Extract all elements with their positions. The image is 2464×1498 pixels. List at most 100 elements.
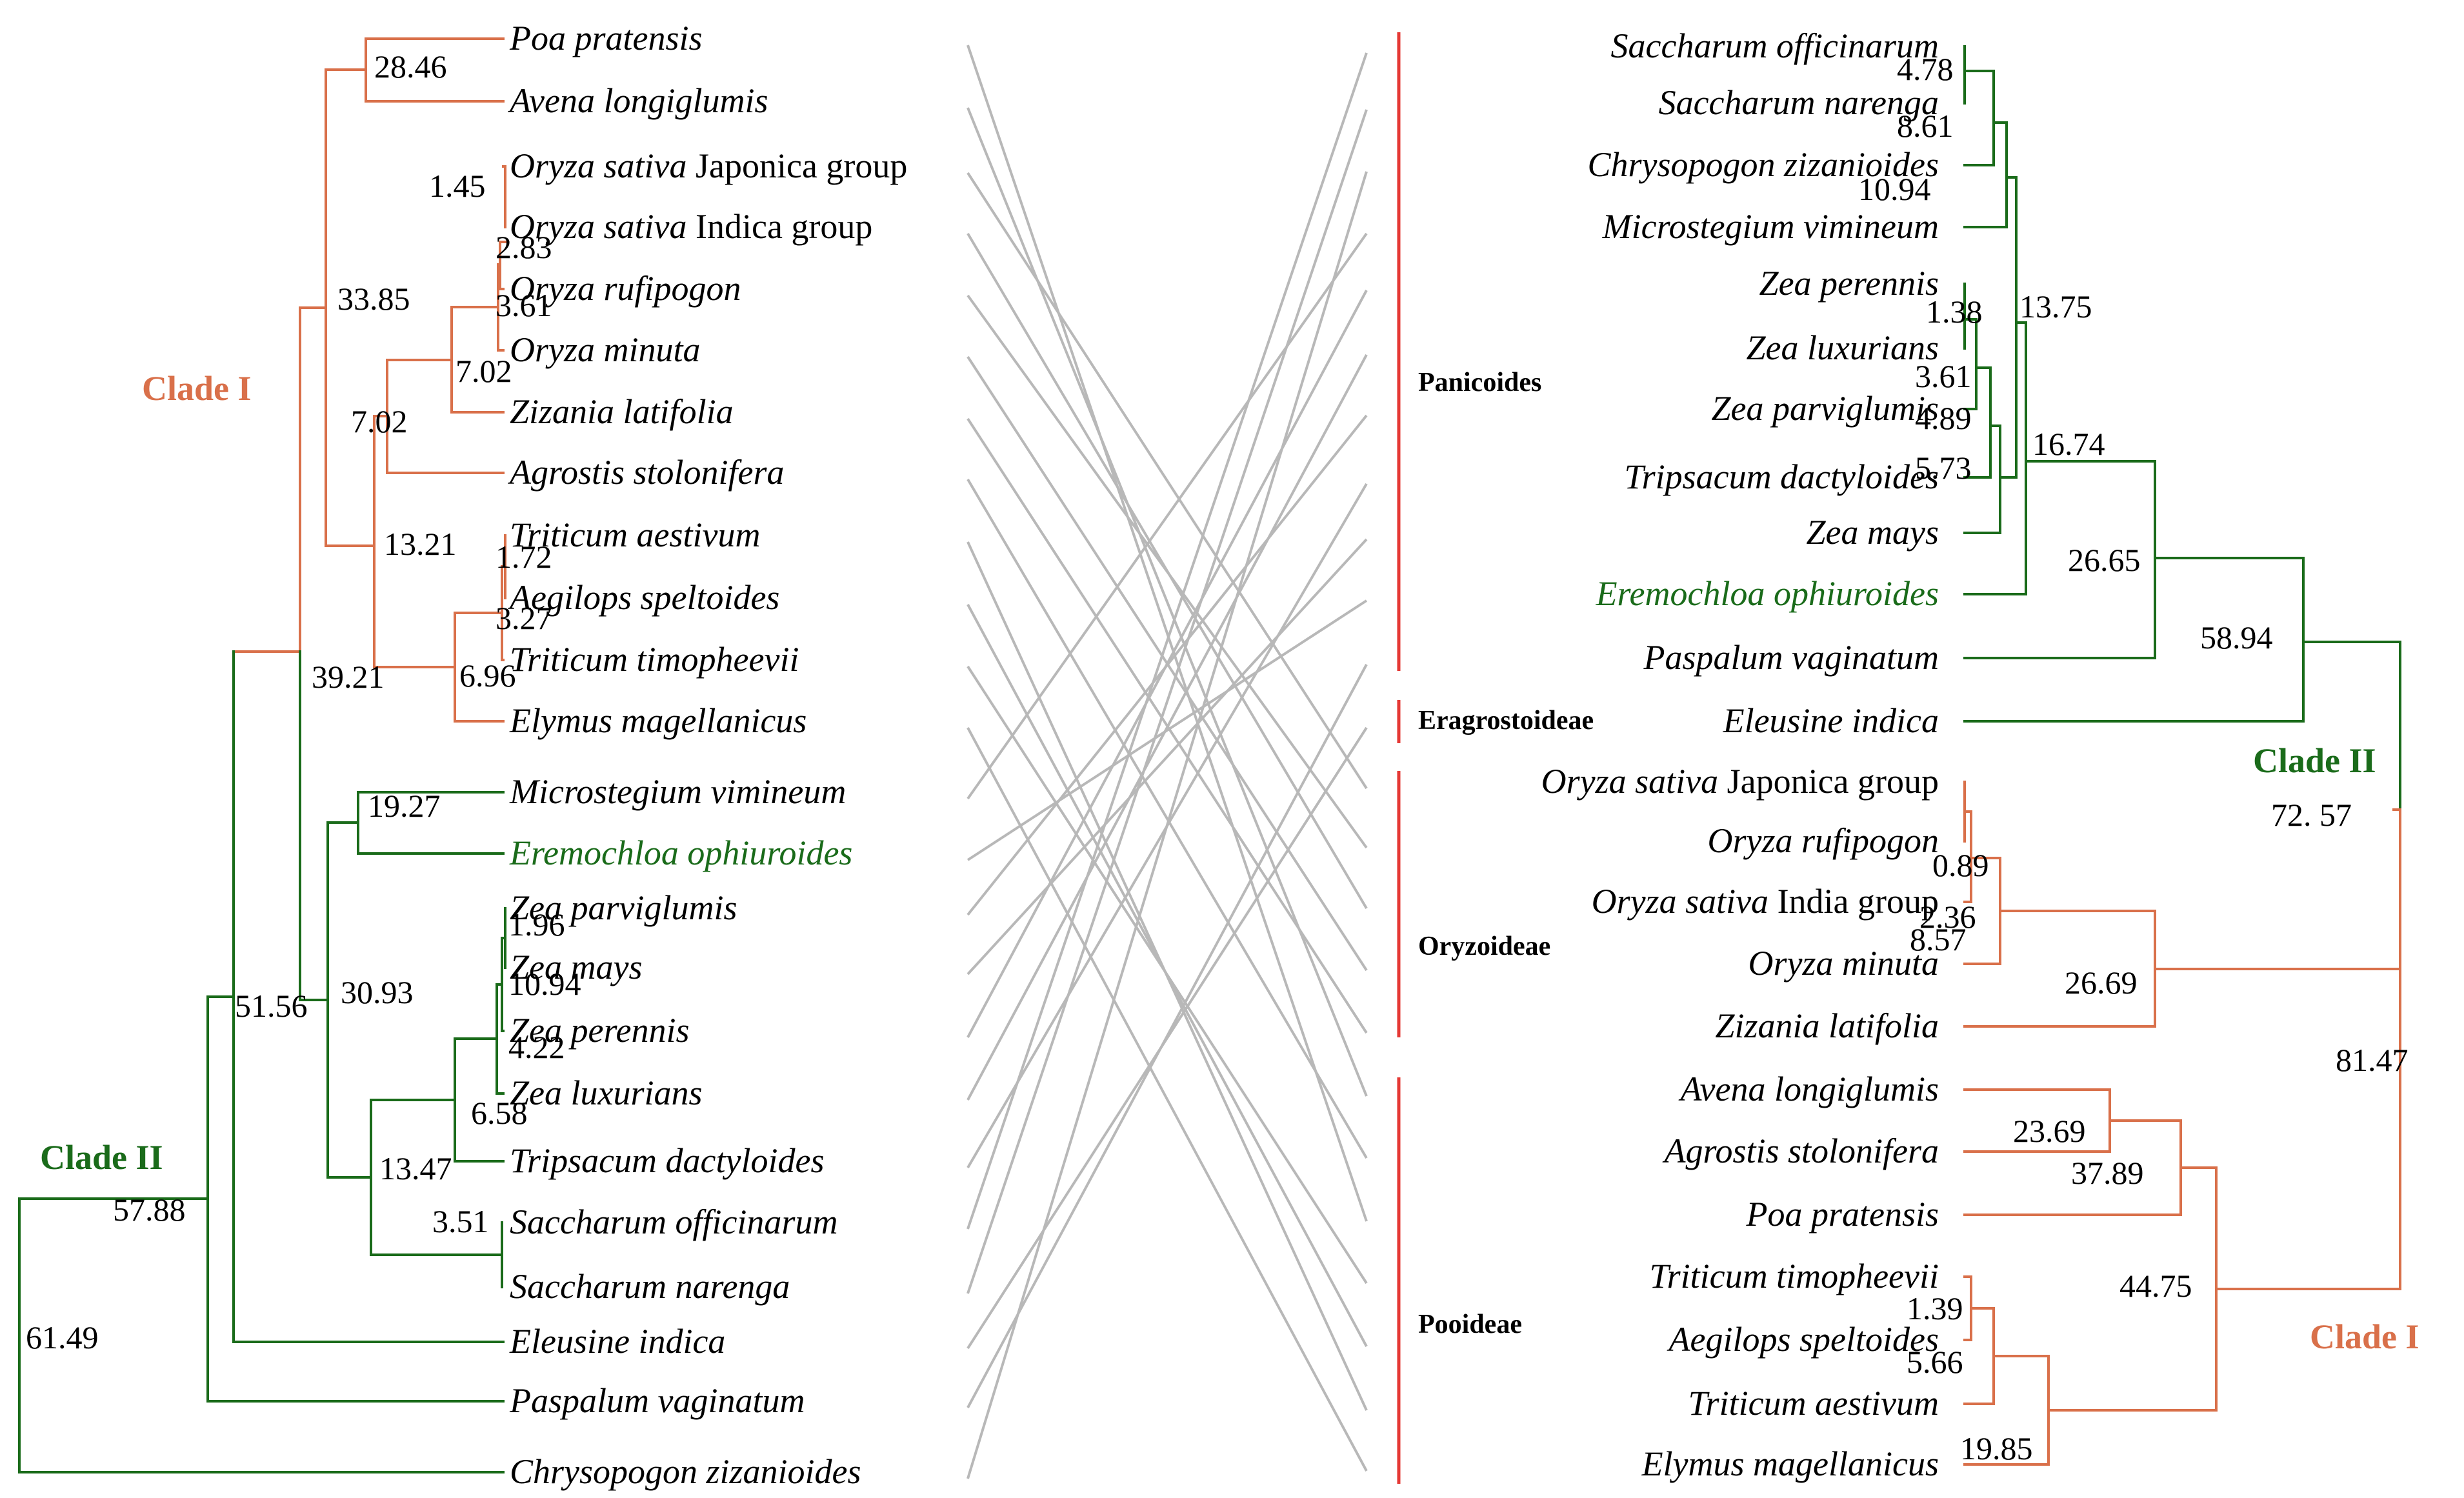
right-support-value: 58.94: [2200, 619, 2273, 655]
right-tree-support-values: 4.788.6110.941.383.614.895.7313.7516.742…: [1858, 51, 2409, 1466]
left-taxon-label: Zea perennis: [510, 1011, 689, 1050]
right-support-value: 8.57: [1910, 921, 1967, 957]
right-support-value: 5.73: [1915, 450, 1972, 486]
taxon-label-part: Tripsacum dactyloides: [1625, 457, 1939, 496]
taxon-label-part: Saccharum narenga: [1659, 83, 1939, 122]
right-support-value: 37.89: [2071, 1155, 2144, 1191]
left-support-value: 7.02: [351, 403, 408, 439]
taxon-label-part: Oryza rufipogon: [1707, 821, 1939, 860]
left-support-value: 3.27: [496, 600, 552, 636]
taxon-label-part: Zizania latifolia: [510, 392, 734, 431]
taxon-label-part: Oryza rufipogon: [510, 269, 741, 308]
taxon-label-part: Eleusine indica: [509, 1322, 725, 1361]
right-support-value: 0.89: [1932, 847, 1989, 883]
right-tree-branch: [1963, 424, 2001, 534]
tanglegram-connector: [967, 290, 1368, 1038]
right-taxon-label: Tripsacum dactyloides: [1625, 457, 1939, 496]
right-taxon-label: Paspalum vaginatum: [1643, 638, 1939, 677]
left-support-value: 28.46: [374, 48, 447, 85]
taxon-label-part: Zea mays: [1807, 513, 1939, 552]
taxon-label-part: Zizania latifolia: [1715, 1006, 1939, 1045]
left-taxon-label: Triticum timopheevii: [510, 640, 799, 679]
right-tree-branch: [1963, 70, 1995, 166]
right-taxon-label: Eremochloa ophiuroides: [1596, 574, 1939, 613]
taxon-label-part: Chrysopogon zizanioides: [1587, 145, 1939, 184]
left-taxon-label: Poa pratensis: [509, 19, 703, 57]
left-tree-branches: [18, 37, 506, 1473]
left-tree-branch: [496, 983, 505, 1095]
taxon-label-part: Avena longiglumis: [1679, 1070, 1939, 1108]
right-support-value: 3.61: [1915, 358, 1972, 394]
left-support-value: 57.88: [113, 1192, 186, 1228]
taxon-label-part: Agrostis stolonifera: [508, 453, 785, 492]
left-taxon-label: Microstegium vimineum: [509, 772, 846, 811]
left-taxon-label: Elymus magellanicus: [509, 701, 806, 740]
subfamily-label-panicoides: Panicoides: [1418, 368, 1541, 397]
left-support-value: 51.56: [235, 988, 308, 1024]
left-tree-branch: [365, 37, 505, 103]
subfamily-label-oryzoideae: Oryzoideae: [1418, 932, 1550, 961]
left-tree-branch: [501, 937, 506, 1032]
tanglegram-connector: [967, 478, 1368, 1159]
left-taxon-label: Eremochloa ophiuroides: [509, 834, 852, 872]
left-taxon-label: Triticum aestivum: [510, 515, 761, 554]
right-clade-one-label: Clade I: [2310, 1317, 2419, 1356]
left-taxon-label: Oryza sativa Japonica group: [510, 146, 907, 185]
left-support-value: 6.58: [471, 1095, 528, 1131]
right-support-value: 13.75: [2019, 288, 2092, 325]
right-taxon-label: Zea mays: [1807, 513, 1939, 552]
left-taxon-label: Aegilops speltoides: [508, 578, 779, 617]
taxon-label-part: Oryza minuta: [510, 330, 701, 369]
left-support-value: 33.85: [337, 281, 410, 317]
left-tree-branch: [454, 1037, 505, 1163]
tanglegram-connector: [967, 107, 1368, 1097]
taxon-label-part: Triticum timopheevii: [1650, 1257, 1939, 1295]
right-taxon-label: Triticum timopheevii: [1650, 1257, 1939, 1295]
right-support-value: 44.75: [2119, 1268, 2192, 1304]
taxon-label-part: Aegilops speltoides: [1667, 1320, 1939, 1359]
left-taxon-label: Avena longiglumis: [508, 81, 768, 120]
right-taxon-label: Saccharum officinarum: [1611, 26, 1939, 65]
right-support-value: 16.74: [2032, 426, 2105, 462]
tanglegram-connector: [967, 294, 1368, 849]
taxon-label-part: Poa pratensis: [1745, 1195, 1939, 1233]
tanglegram-connector: [967, 45, 1368, 1222]
left-support-value: 7.02: [456, 353, 512, 389]
left-taxon-label: Zea parviglumis: [510, 888, 737, 927]
left-tree-branch: [497, 263, 505, 352]
right-tree-branch: [1963, 121, 2008, 228]
left-support-value: 1.45: [429, 168, 486, 204]
right-taxon-label: Agrostis stolonifera: [1662, 1132, 1939, 1170]
left-tree-branch: [357, 791, 505, 855]
left-tree-branch: [325, 68, 376, 547]
tanglegram-connector-lines: [967, 45, 1368, 1479]
right-support-value: 26.69: [2065, 964, 2138, 1001]
left-support-value: 19.27: [368, 788, 441, 824]
taxon-label-part: Oryza sativa: [1541, 762, 1718, 801]
left-clade-one-label: Clade I: [142, 369, 252, 408]
taxon-label-part: Microstegium vimineum: [1602, 207, 1939, 246]
right-taxon-label: Triticum aestivum: [1688, 1384, 1939, 1423]
taxon-label-part: Saccharum officinarum: [1611, 26, 1939, 65]
left-taxon-label: Saccharum narenga: [510, 1267, 790, 1306]
right-taxon-label: Oryza rufipogon: [1707, 821, 1939, 860]
taxon-label-part: Oryza minuta: [1748, 944, 1939, 983]
right-support-value: 5.66: [1907, 1344, 1963, 1380]
taxon-label-part: Saccharum officinarum: [510, 1203, 837, 1241]
right-support-value: 81.47: [2336, 1042, 2409, 1078]
right-tree-branch: [2215, 968, 2401, 1290]
left-support-value: 10.94: [508, 966, 581, 1002]
right-support-value: 8.61: [1897, 108, 1954, 144]
taxon-label-part: Triticum aestivum: [510, 515, 761, 554]
right-taxon-label: Oryza sativa India group: [1592, 882, 1939, 921]
taxon-label-part: Eremochloa ophiuroides: [509, 834, 852, 872]
right-taxon-label: Saccharum narenga: [1659, 83, 1939, 122]
left-tree-branch: [499, 241, 506, 290]
tanglegram-connector: [967, 664, 1368, 1408]
left-tree-branch: [326, 821, 372, 1179]
left-tree-branch: [450, 306, 505, 414]
right-taxon-label: Aegilops speltoides: [1667, 1320, 1939, 1359]
right-taxon-label: Poa pratensis: [1745, 1195, 1939, 1233]
left-tree-branch: [299, 650, 329, 1001]
